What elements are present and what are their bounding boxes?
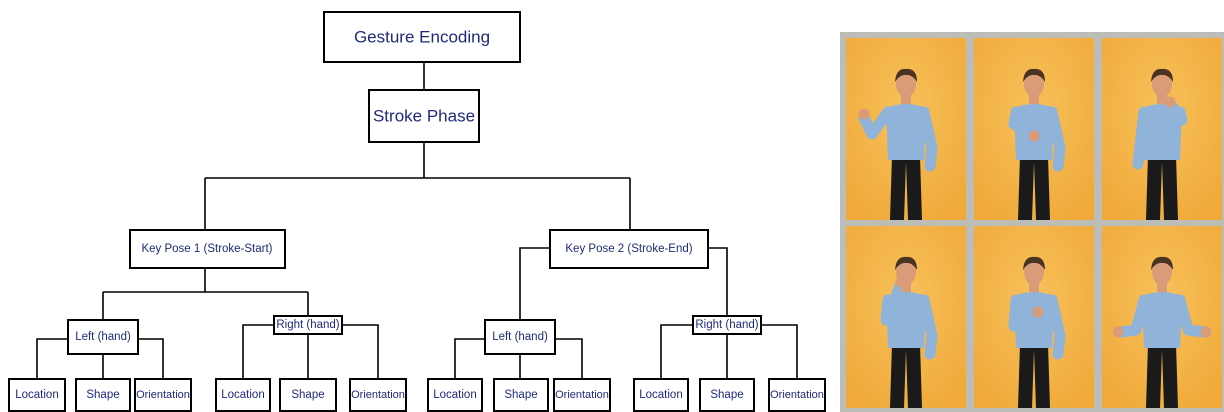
kp1-left-hand-label: Left (hand) [75, 331, 131, 343]
key-pose-2-node: Key Pose 2 (Stroke-End) [549, 229, 709, 269]
feature-label: Location [639, 389, 682, 401]
stroke-phase-node: Stroke Phase [368, 89, 480, 143]
person-figure [974, 38, 1094, 220]
gesture-photo-6 [1102, 226, 1222, 408]
feature-label: Shape [504, 389, 537, 401]
kp1-left-location-node: Location [8, 378, 66, 412]
feature-label: Orientation [136, 389, 190, 401]
root-label: Gesture Encoding [354, 28, 490, 47]
kp2-left-hand-node: Left (hand) [484, 319, 556, 355]
feature-label: Shape [710, 389, 743, 401]
feature-label: Shape [86, 389, 119, 401]
kp1-right-orientation-node: Orientation [349, 378, 407, 412]
kp1-left-hand-node: Left (hand) [67, 319, 139, 355]
key-pose-1-label: Key Pose 1 (Stroke-Start) [141, 243, 272, 255]
kp1-right-hand-node: Right (hand) [273, 315, 343, 335]
edge-hand4-features [660, 324, 798, 379]
kp1-right-location-node: Location [215, 378, 271, 412]
kp1-left-shape-node: Shape [75, 378, 131, 412]
edge-kp1-hands [102, 268, 309, 320]
root-node: Gesture Encoding [323, 11, 521, 63]
kp2-left-shape-node: Shape [493, 378, 549, 412]
person-figure [846, 226, 966, 408]
gesture-photo-2 [974, 38, 1094, 220]
person-figure [846, 38, 966, 220]
kp1-right-shape-node: Shape [279, 378, 337, 412]
edge-phase-keyposes [204, 142, 631, 230]
kp2-left-orientation-node: Orientation [553, 378, 611, 412]
person-figure [1102, 226, 1222, 408]
gesture-photo-1 [846, 38, 966, 220]
key-pose-1-node: Key Pose 1 (Stroke-Start) [129, 229, 286, 269]
edge-hand2-features [242, 324, 379, 379]
kp2-right-orientation-node: Orientation [768, 378, 826, 412]
feature-label: Location [15, 389, 58, 401]
diagram-edges [36, 62, 798, 379]
feature-label: Orientation [770, 389, 824, 401]
gesture-photo-grid [840, 32, 1224, 412]
gesture-encoding-diagram: Gesture Encoding Stroke Phase Key Pose 1… [8, 11, 826, 412]
feature-label: Shape [291, 389, 324, 401]
feature-label: Orientation [351, 389, 405, 401]
feature-label: Location [221, 389, 264, 401]
edge-kp2-hands [519, 247, 728, 320]
gesture-photo-3 [1102, 38, 1222, 220]
kp1-left-orientation-node: Orientation [134, 378, 192, 412]
person-figure [1102, 38, 1222, 220]
kp2-right-shape-node: Shape [699, 378, 755, 412]
feature-label: Location [433, 389, 476, 401]
edge-hand3-features [454, 338, 583, 379]
kp1-right-hand-label: Right (hand) [276, 319, 339, 331]
gesture-photo-4 [846, 226, 966, 408]
gesture-photo-5 [974, 226, 1094, 408]
key-pose-2-label: Key Pose 2 (Stroke-End) [565, 243, 692, 255]
kp2-right-location-node: Location [633, 378, 689, 412]
kp2-left-hand-label: Left (hand) [492, 331, 548, 343]
person-figure [974, 226, 1094, 408]
kp2-right-hand-node: Right (hand) [692, 315, 762, 335]
kp2-right-hand-label: Right (hand) [695, 319, 758, 331]
edge-hand1-features [36, 338, 164, 379]
stroke-phase-label: Stroke Phase [373, 107, 475, 126]
feature-label: Orientation [555, 389, 609, 401]
kp2-left-location-node: Location [427, 378, 483, 412]
